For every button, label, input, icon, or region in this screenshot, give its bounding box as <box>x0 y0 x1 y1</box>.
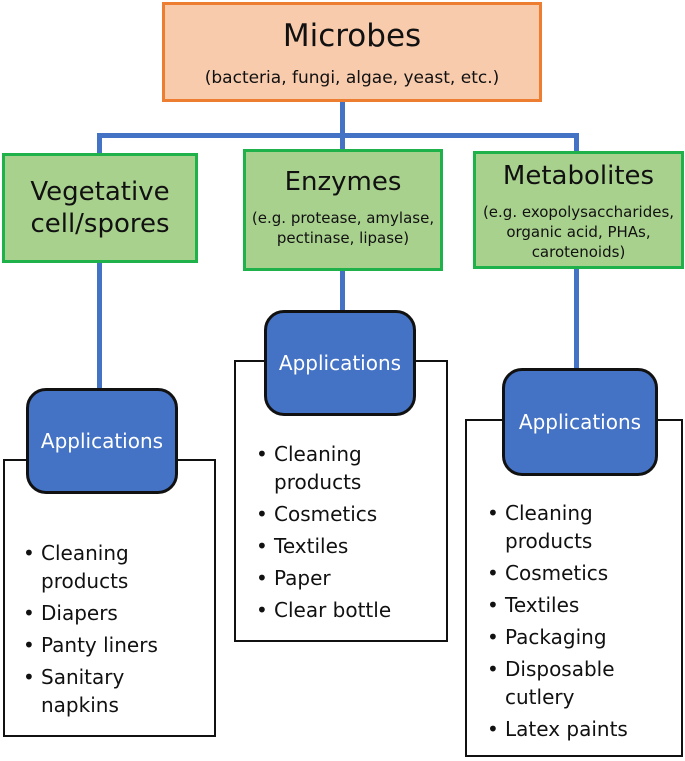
connector-root-down <box>340 102 345 138</box>
microbes-node: Microbes (bacteria, fungi, algae, yeast,… <box>162 2 542 102</box>
enzymes-subtitle-line-1: (e.g. protease, amylase, <box>251 209 435 227</box>
enzymes-subtitle-line-2: pectinase, lipase) <box>276 229 410 247</box>
list-item: Panty liners <box>19 631 214 659</box>
metabolites-subtitle-line-1: (e.g. exopolysaccharides, <box>482 203 675 221</box>
metabolites-subtitle-line-3: carotenoids) <box>531 243 626 261</box>
vegetative-applications-header: Applications <box>26 388 178 494</box>
metabolites-title: Metabolites <box>502 161 655 191</box>
connector-enzymes-applications <box>340 271 345 311</box>
list-item: Textiles <box>252 532 446 560</box>
connector-metabolites-applications <box>574 268 579 370</box>
enzymes-node: Enzymes (e.g. protease, amylase, pectina… <box>243 149 443 271</box>
metabolites-applications-header: Applications <box>502 368 658 476</box>
list-item: Latex paints <box>483 715 681 743</box>
list-item: Cosmetics <box>252 500 446 528</box>
connector-vegetative-applications <box>97 262 102 388</box>
metabolites-subtitle-line-2: organic acid, PHAs, <box>506 223 651 241</box>
vegetative-node: Vegetative cell/spores <box>2 153 198 263</box>
list-item: Paper <box>252 564 446 592</box>
microbes-subtitle: (bacteria, fungi, algae, yeast, etc.) <box>204 68 500 88</box>
enzymes-title: Enzymes <box>284 167 402 197</box>
vegetative-title-line-2: cell/spores <box>30 209 170 239</box>
microbes-title: Microbes <box>282 18 422 54</box>
vegetative-title-line-1: Vegetative <box>30 177 170 207</box>
connector-to-enzymes <box>340 133 345 151</box>
list-item: Diapers <box>19 599 214 627</box>
list-item: Textiles <box>483 591 681 619</box>
connector-to-vegetative <box>97 133 102 155</box>
list-item: Packaging <box>483 623 681 651</box>
list-item: Cosmetics <box>483 559 681 587</box>
metabolites-node: Metabolites (e.g. exopolysaccharides, or… <box>473 151 684 269</box>
enzymes-applications-header: Applications <box>264 310 416 416</box>
connector-to-metabolites <box>574 133 579 153</box>
connector-horizontal <box>97 133 579 138</box>
list-item: Clear bottle <box>252 596 446 624</box>
